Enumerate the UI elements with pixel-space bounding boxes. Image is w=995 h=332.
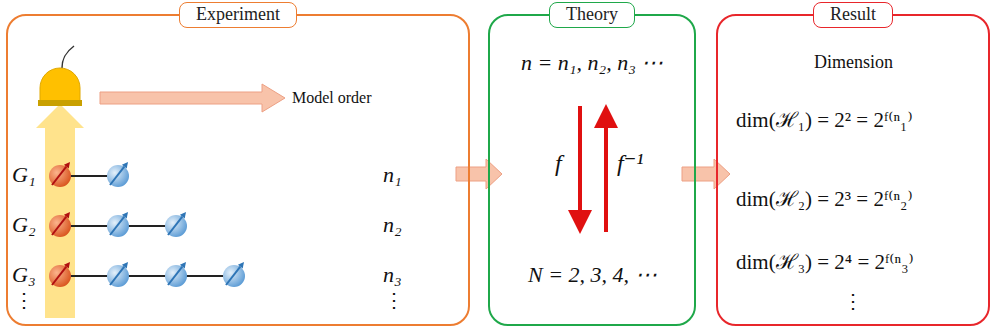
order-label: n₃ [383,262,402,287]
blue-spin [107,212,129,237]
panel-title: Result [813,2,893,28]
ellipsis: ⋮ [14,289,34,312]
blue-spin [107,162,129,187]
graph-label: G₂ [12,212,36,237]
ellipsis: ⋮ [384,289,404,312]
dimension-formula: dim(ℋ₂) = 2³ = 2ᶠ⁽ⁿ₂⁾ [736,187,913,211]
math-expression: n = n₁, n₂, n₃ ⋯ [521,50,663,75]
math-expression: N = 2, 3, 4, ⋯ [528,262,657,287]
spin-chain [60,176,234,276]
orange-spin [49,162,71,187]
result-heading: Dimension [814,52,893,73]
order-label: n₂ [383,212,402,237]
orange-spin [49,212,71,237]
order-label: n₁ [383,162,402,187]
blue-spin [165,212,187,237]
graph-label: G₁ [12,162,36,187]
blue-spin [223,262,245,287]
map-arrow-down [578,106,582,222]
flow-arrow [682,159,730,189]
dimension-formula: dim(ℋ₃) = 2⁴ = 2ᶠ⁽ⁿ₃⁾ [736,250,914,274]
graph-label: G₃ [12,262,36,287]
detector [38,46,82,106]
blue-spin [165,262,187,287]
ellipsis: ⋮ [843,290,863,313]
flow-arrow [456,159,502,189]
map-arrow-up [604,116,608,232]
blue-spin [107,262,129,287]
dimension-formula: dim(ℋ₁) = 2² = 2ᶠ⁽ⁿ₁⁾ [736,108,913,132]
axis-label: Model order [292,89,372,107]
panel-title: Theory [549,2,635,28]
map-label: f [555,150,562,178]
panel-title: Experiment [179,2,297,28]
model-order-arrow [100,84,285,112]
orange-spin [49,262,71,287]
map-label: f⁻¹ [617,150,644,178]
beam-arrow [36,104,84,318]
